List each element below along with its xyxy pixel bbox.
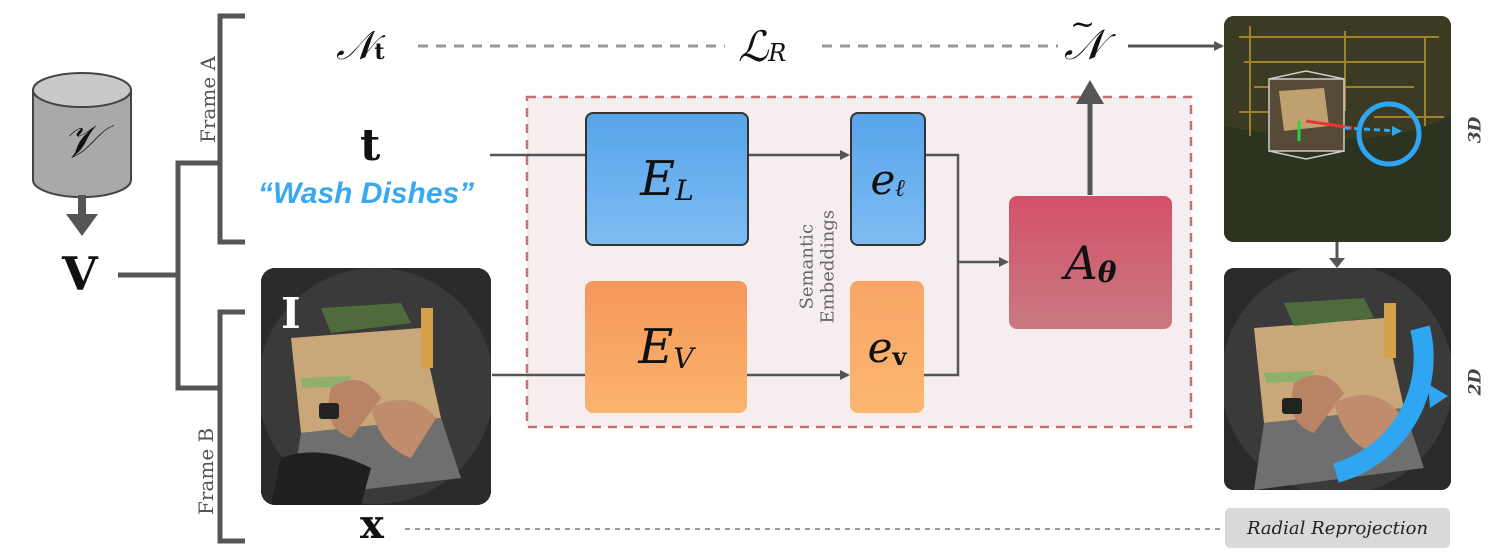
predicted-trajectory-label: ~𝒩: [1064, 7, 1105, 69]
semantic-embeddings-label: Semantic Embeddings: [796, 209, 838, 324]
egocentric-frame-image: [261, 268, 491, 505]
state-input-symbol: x: [360, 501, 384, 548]
video-symbol: V: [62, 247, 98, 301]
merge-line: [924, 153, 960, 377]
2d-reprojection-view: [1224, 268, 1451, 490]
frame-b-bracket: [217, 309, 245, 544]
2d-view-label: 2D: [1465, 368, 1486, 396]
dataset-symbol: 𝒱: [62, 114, 101, 168]
frame-a-bracket: [217, 13, 245, 245]
3d-pointcloud-view: [1224, 16, 1451, 242]
text-input-symbol: t: [360, 120, 381, 171]
frame-a-label: Frame A: [196, 56, 220, 143]
frame-b-label: Frame B: [194, 427, 218, 515]
loss-label: ℒR: [738, 22, 787, 71]
command-text: “Wash Dishes”: [258, 177, 475, 210]
image-symbol: I: [281, 289, 301, 338]
radial-reprojection-box: Radial Reprojection: [1225, 508, 1450, 548]
target-trajectory-label: 𝒩t: [336, 23, 385, 69]
loss-subscript: R: [768, 39, 787, 67]
target-trajectory-subscript: t: [374, 39, 385, 65]
3d-view-label: 3D: [1465, 116, 1486, 144]
